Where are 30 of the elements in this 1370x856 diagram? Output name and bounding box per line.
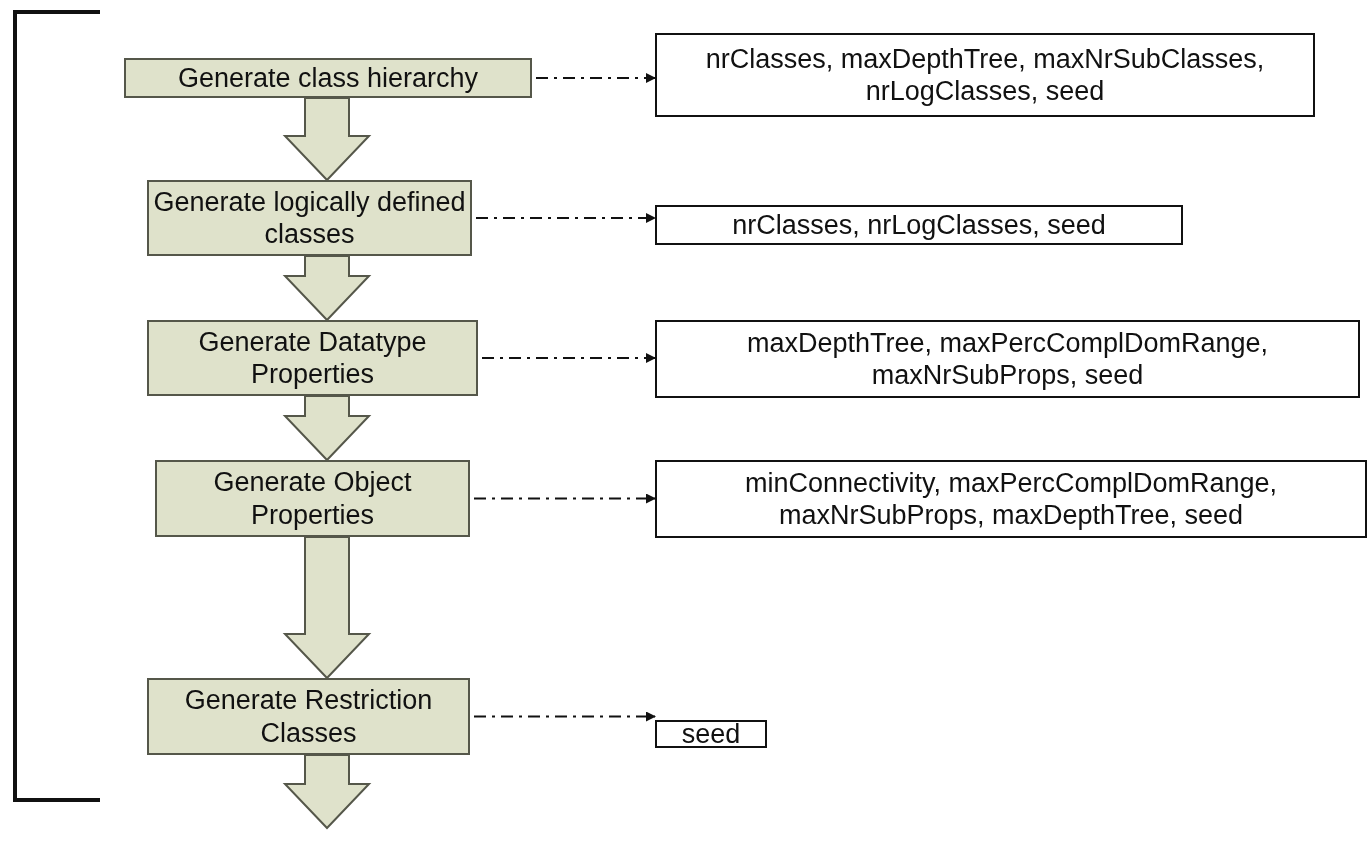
- dash-dot-arrow: [475, 213, 656, 223]
- parameter-box: [655, 720, 767, 748]
- dash-dot-arrow: [535, 73, 656, 83]
- dash-dot-arrow: [481, 353, 656, 363]
- process-box: [124, 58, 532, 98]
- step-label: Generate class hierarchy: [177, 61, 479, 95]
- parameter-list: nrClasses, nrLogClasses, seed: [732, 208, 1106, 242]
- parameter-box: [655, 205, 1183, 245]
- block-arrow: [282, 754, 372, 830]
- parameter-list: seed: [681, 717, 741, 751]
- process-box: [147, 320, 478, 396]
- parameter-box: [655, 320, 1360, 398]
- step-label: Generate logically defined classes: [153, 185, 466, 251]
- block-arrow: [282, 97, 372, 182]
- step-label: Generate Restriction Classes: [183, 684, 434, 749]
- parameter-box: [655, 33, 1315, 117]
- block-arrow: [282, 255, 372, 322]
- process-box: [147, 678, 470, 755]
- process-box: [155, 460, 470, 537]
- dash-dot-arrow: [473, 711, 656, 722]
- process-box: [147, 180, 472, 256]
- dash-dot-arrow: [473, 493, 656, 504]
- parameter-list: minConnectivity, maxPercComplDomRange, maxNrSubProps, maxDepthTree, seed: [661, 466, 1361, 532]
- parameter-list: maxDepthTree, maxPercComplDomRange, maxNrSubProps, seed: [661, 326, 1354, 392]
- block-arrow: [282, 536, 372, 680]
- parameter-list: nrClasses, maxDepthTree, maxNrSubClasses, nrLogClasses, seed: [661, 42, 1309, 108]
- block-arrow: [282, 395, 372, 462]
- step-label: Generate Datatype Properties: [197, 325, 428, 391]
- parameter-box: [655, 460, 1367, 538]
- step-label: Generate Object Properties: [212, 466, 413, 531]
